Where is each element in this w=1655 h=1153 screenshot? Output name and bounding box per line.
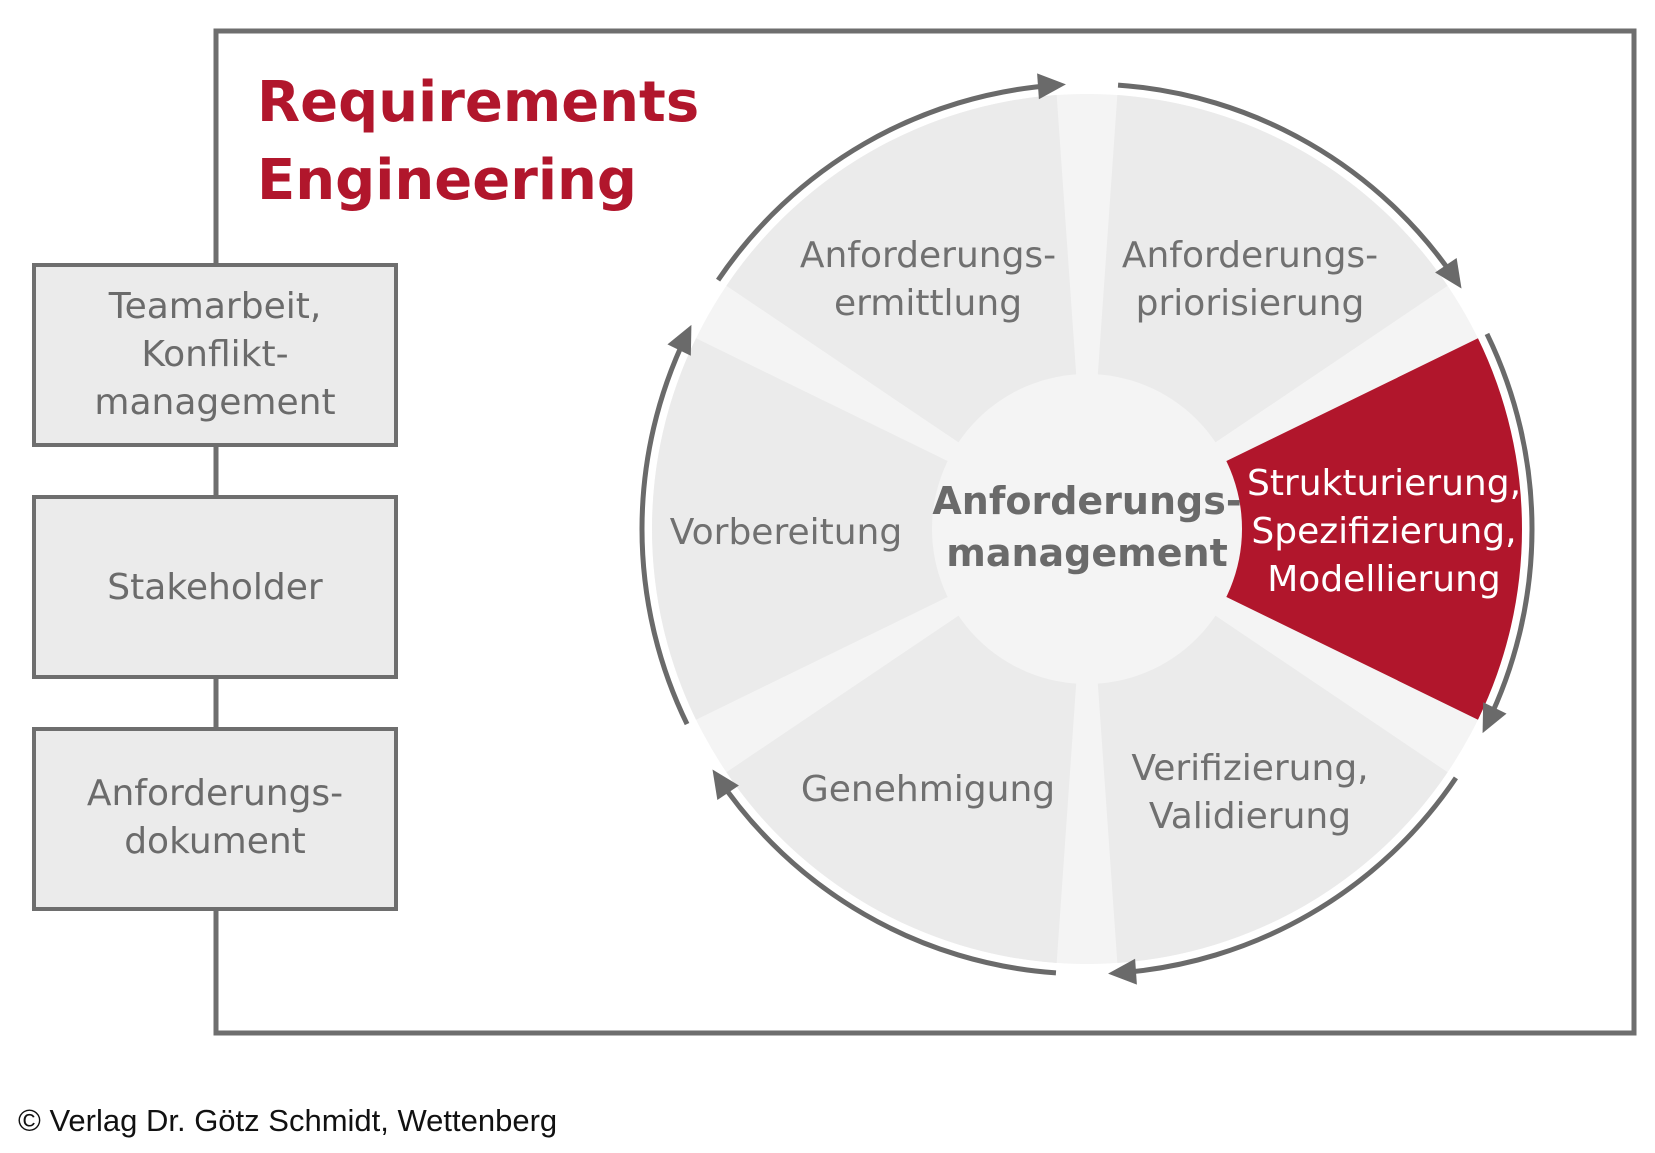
segment-structuring-line-1: Strukturierung, xyxy=(1247,463,1521,504)
cycle-arc-1 xyxy=(716,82,1057,282)
side-box-teamwork xyxy=(32,263,398,447)
title-line-1: Requirements xyxy=(257,70,699,135)
cycle-arrowhead-4 xyxy=(1108,958,1137,985)
segment-approval-line-1: Genehmigung xyxy=(801,769,1055,810)
segment-prioritization xyxy=(1097,95,1448,446)
side-box-document-line-2: dokument xyxy=(124,821,306,862)
segment-structuring-line-2: Spezifizierung, xyxy=(1251,511,1516,552)
cycle-arrowhead-6 xyxy=(667,324,692,356)
segment-approval xyxy=(726,612,1077,963)
process-wheel: Anforderungs- management xyxy=(639,73,1535,985)
segment-elicitation-line-2: ermittlung xyxy=(834,283,1022,324)
center-hub xyxy=(932,374,1242,684)
cycle-arc-4 xyxy=(1117,776,1458,976)
side-box-requirements-document xyxy=(32,727,398,911)
side-box-teamwork-line-1: Teamarbeit, xyxy=(108,286,322,327)
cycle-arc-5 xyxy=(716,776,1057,976)
segment-verification-line-1: Verifizierung, xyxy=(1131,748,1368,789)
side-box-stakeholder xyxy=(32,495,398,679)
cycle-arrowhead-2 xyxy=(1435,257,1462,289)
copyright-notice: © Verlag Dr. Götz Schmidt, Wettenberg xyxy=(18,1103,557,1138)
side-box-teamwork-line-3: management xyxy=(94,382,335,423)
segment-verification xyxy=(1097,612,1448,963)
side-boxes: Teamarbeit, Konflikt- management Stakeho… xyxy=(32,263,398,911)
segment-preparation xyxy=(652,338,953,720)
segment-labels: Anforderungs- ermittlung Anforderungs- p… xyxy=(670,235,1521,837)
cycle-arc-3 xyxy=(1484,332,1535,726)
side-box-document-line-1: Anforderungs- xyxy=(87,773,343,814)
segment-structuring xyxy=(1221,338,1523,720)
segment-structuring-line-3: Modellierung xyxy=(1267,559,1501,600)
cycle-arrowhead-3 xyxy=(1482,702,1507,734)
segment-preparation-line-1: Vorbereitung xyxy=(670,512,902,553)
cycle-arrowhead-1 xyxy=(1037,73,1066,100)
center-label-line-2: management xyxy=(946,531,1228,575)
segment-elicitation xyxy=(726,95,1077,446)
side-box-stakeholder-line-1: Stakeholder xyxy=(107,567,323,608)
segment-elicitation-line-1: Anforderungs- xyxy=(800,235,1056,276)
center-label-line-1: Anforderungs- xyxy=(932,479,1241,523)
title-line-2: Engineering xyxy=(257,148,637,213)
segment-prioritization-line-2: priorisierung xyxy=(1136,283,1365,324)
segment-prioritization-line-1: Anforderungs- xyxy=(1122,235,1378,276)
cycle-arc-6 xyxy=(639,332,690,726)
side-box-teamwork-line-2: Konflikt- xyxy=(141,334,288,375)
cycle-arrowhead-5 xyxy=(712,769,739,801)
cycle-arc-2 xyxy=(1117,82,1458,282)
segment-verification-line-2: Validierung xyxy=(1149,796,1351,837)
